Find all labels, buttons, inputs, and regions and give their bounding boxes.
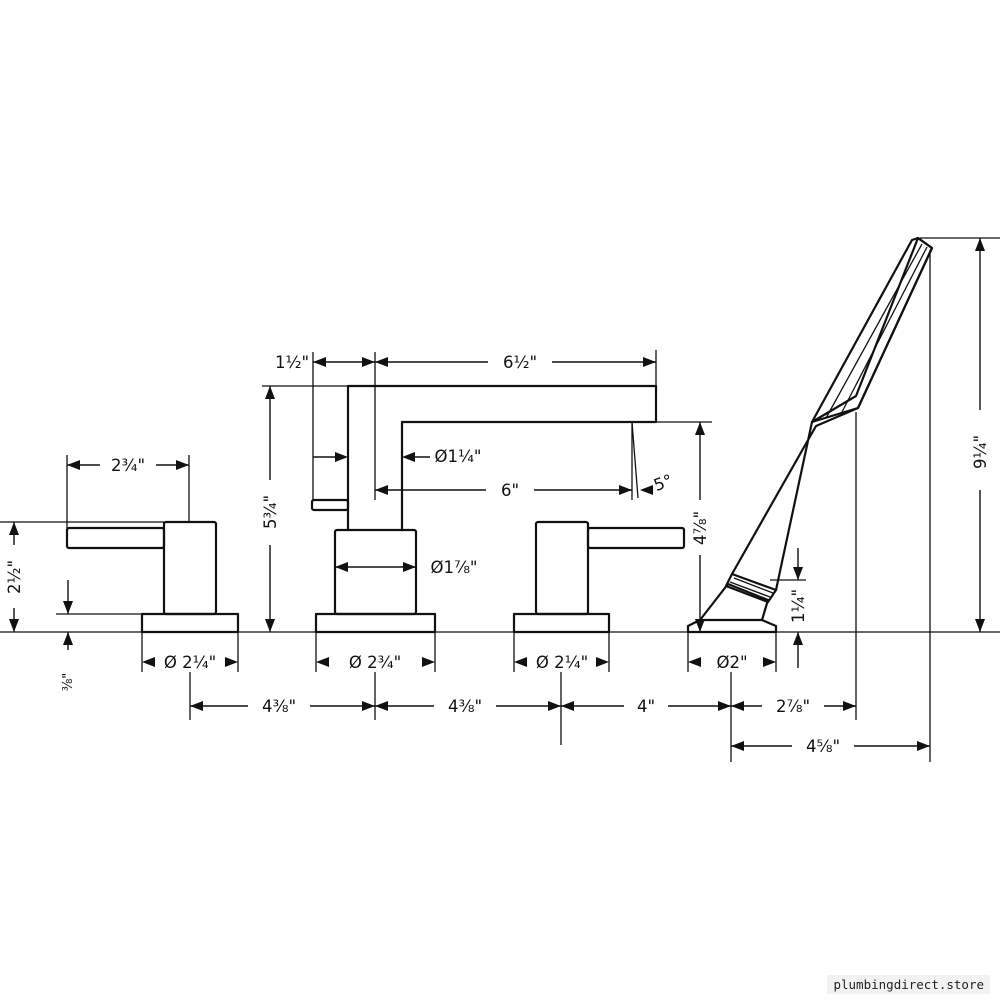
dim-spacing-spout-right: 4⅜" [375, 697, 561, 716]
label-spacing-left-spout: 4⅜" [262, 697, 296, 716]
dim-shower-reach-far: 4⅝" [731, 737, 930, 756]
label-spout-offset: 1½" [275, 353, 309, 372]
label-spacing-right-shower: 4" [637, 697, 655, 716]
right-handle-valve [512, 520, 686, 634]
dim-spout-height: 5¾" [261, 385, 348, 632]
dim-left-handle-length: 2¾" [66, 455, 190, 528]
dim-right-base-diameter: Ø 2¼" [513, 632, 610, 672]
dim-shower-mount-height: 1¼" [770, 548, 808, 668]
right-valve-base [512, 612, 611, 634]
left-valve-base [140, 612, 240, 634]
label-spout-height: 5¾" [261, 495, 280, 529]
dim-spout-base-diameter: Ø 2¾" [315, 632, 436, 672]
left-valve-lever [65, 526, 166, 550]
label-spout-outlet-diameter: Ø1¼" [434, 447, 481, 466]
label-left-base-diameter: Ø 2¼" [164, 653, 216, 672]
label-shower-mount-height: 1¼" [789, 589, 808, 623]
left-handle-valve [65, 520, 240, 634]
label-shower-height: 9¼" [971, 435, 990, 469]
collar-line [729, 581, 771, 598]
watermark: plumbingdirect.store [827, 975, 990, 994]
dim-spout-offset: 1½" [275, 352, 376, 500]
spout-arm [346, 384, 658, 530]
label-shower-base-diameter: Ø2" [716, 653, 747, 672]
collar-line [733, 577, 774, 594]
dim-spout-reach: 6" [375, 421, 653, 500]
label-spout-base-diameter: Ø 2¾" [349, 653, 401, 672]
dim-shower-reach-near: 2⅞" [731, 697, 856, 716]
dim-base-thickness: ⅜" [56, 580, 142, 691]
dim-diverter-marker [313, 452, 430, 462]
dim-spacing-right-shower: 4" [561, 697, 731, 716]
hand-shower [686, 236, 934, 634]
shower-head-line [825, 243, 923, 419]
label-left-handle-height: 2½" [5, 560, 24, 594]
dim-spacing-left-spout: 4⅜" [190, 697, 375, 716]
label-right-handle-height: 4⅞" [691, 511, 710, 545]
shower-head-line [841, 246, 928, 413]
shower-head [810, 236, 934, 424]
dim-spout-reach-total: 6½" [375, 350, 657, 386]
shower-handle [731, 236, 934, 591]
dim-shower-height: 9¼" [920, 237, 1000, 632]
label-base-thickness: ⅜" [61, 673, 76, 692]
label-spout-body-diameter: Ø1⅞" [430, 558, 477, 577]
label-spout-reach: 6" [501, 481, 519, 500]
dim-shower-base-diameter: Ø2" [687, 632, 777, 672]
spout-base [314, 612, 437, 634]
dim-left-handle-height: 2½" [0, 521, 164, 632]
dim-spout-body-diameter: Ø1⅞" [335, 558, 478, 577]
label-shower-reach-far: 4⅝" [806, 737, 840, 756]
spout-body [333, 528, 418, 616]
label-shower-reach-near: 2⅞" [776, 697, 810, 716]
shower-collar [724, 572, 778, 604]
label-spout-reach-total: 6½" [503, 353, 537, 372]
left-valve-body [162, 520, 218, 616]
dim-right-handle-height: 4⅞" [656, 421, 712, 632]
label-right-base-diameter: Ø 2¼" [536, 653, 588, 672]
label-spacing-spout-right: 4⅜" [448, 697, 482, 716]
right-valve-lever [586, 526, 686, 550]
label-spout-angle: 5° [651, 471, 675, 495]
shower-holder [699, 582, 770, 621]
spout-diverter [310, 498, 350, 512]
right-valve-body [534, 520, 590, 616]
label-left-handle-length: 2¾" [111, 456, 145, 475]
spout [310, 384, 658, 634]
dim-left-base-diameter: Ø 2¼" [141, 632, 239, 672]
